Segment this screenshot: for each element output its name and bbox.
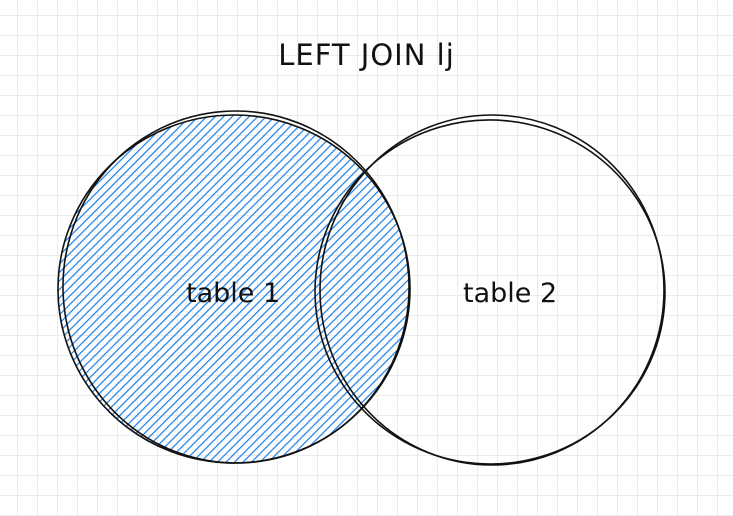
table1-label: table 1	[186, 278, 281, 309]
table1-fill	[58, 115, 410, 463]
table2-label: table 2	[463, 278, 558, 309]
table1-circle	[57, 110, 411, 464]
table2-circle	[314, 114, 666, 466]
diagram-title: LEFT JOIN lj	[278, 38, 455, 72]
